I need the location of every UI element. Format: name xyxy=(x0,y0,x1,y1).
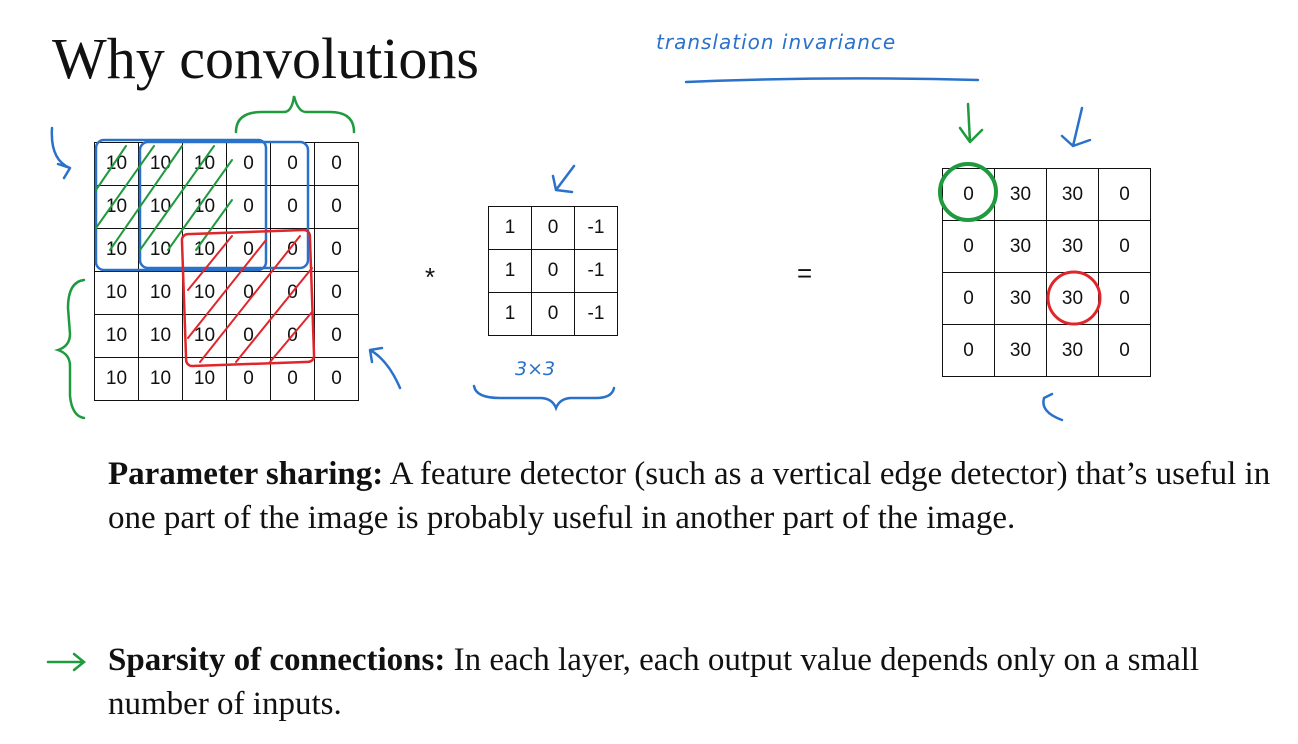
sparsity-heading: Sparsity of connections: xyxy=(108,642,446,678)
matrix-cell: 0 xyxy=(270,271,315,315)
matrix-cell: 10 xyxy=(138,314,183,358)
matrix-cell: 0 xyxy=(314,228,359,272)
matrix-cell: 10 xyxy=(182,271,227,315)
matrix-cell: 0 xyxy=(226,271,271,315)
parameter-sharing-heading: Parameter sharing: xyxy=(108,456,384,492)
matrix-cell: 0 xyxy=(531,292,575,336)
matrix-cell: 10 xyxy=(94,357,139,401)
matrix-cell: 10 xyxy=(94,228,139,272)
matrix-cell: 0 xyxy=(1098,220,1151,273)
matrix-cell: 0 xyxy=(270,357,315,401)
matrix-cell: 0 xyxy=(531,249,575,293)
matrix-cell: 30 xyxy=(1046,272,1099,325)
matrix-cell: 0 xyxy=(942,272,995,325)
matrix-cell: 0 xyxy=(531,206,575,250)
slide-title: Why convolutions xyxy=(52,26,479,91)
matrix-cell: 10 xyxy=(138,357,183,401)
matrix-cell: 0 xyxy=(942,324,995,377)
matrix-cell: 0 xyxy=(314,185,359,229)
parameter-sharing-paragraph: Parameter sharing: A feature detector (s… xyxy=(108,452,1278,540)
matrix-cell: -1 xyxy=(574,292,618,336)
equals-operator: = xyxy=(797,258,813,288)
matrix-cell: 0 xyxy=(270,314,315,358)
filter-size-annotation: 3×3 xyxy=(515,358,556,380)
matrix-cell: 0 xyxy=(314,271,359,315)
sparsity-text: In each layer, each output value depends… xyxy=(108,642,1200,722)
matrix-cell: 0 xyxy=(314,142,359,186)
matrix-cell: 0 xyxy=(314,314,359,358)
parameter-sharing-text: A feature detector (such as a vertical e… xyxy=(108,456,1271,536)
matrix-cell: -1 xyxy=(574,249,618,293)
arrow-down-icon xyxy=(958,102,984,144)
matrix-cell: 0 xyxy=(226,142,271,186)
filter-size-brace xyxy=(472,384,616,412)
matrix-cell: 10 xyxy=(94,185,139,229)
matrix-cell: 10 xyxy=(94,142,139,186)
annotation-underline xyxy=(684,77,980,84)
matrix-cell: 10 xyxy=(182,185,227,229)
matrix-cell: 0 xyxy=(1098,272,1151,325)
matrix-cell: 30 xyxy=(1046,324,1099,377)
matrix-cell: 10 xyxy=(138,142,183,186)
arrow-up-icon xyxy=(368,346,402,390)
matrix-cell: 0 xyxy=(270,228,315,272)
matrix-cell: 10 xyxy=(182,314,227,358)
matrix-cell: 10 xyxy=(138,185,183,229)
convolution-operator: * xyxy=(425,262,436,292)
sparsity-paragraph: Sparsity of connections: In each layer, … xyxy=(108,638,1208,726)
matrix-cell: 10 xyxy=(94,314,139,358)
matrix-cell: 30 xyxy=(994,324,1047,377)
matrix-cell: 0 xyxy=(226,357,271,401)
matrix-cell: 1 xyxy=(488,249,532,293)
matrix-cell: 0 xyxy=(1098,324,1151,377)
arrow-up-icon xyxy=(1042,392,1064,422)
matrix-cell: 1 xyxy=(488,206,532,250)
matrix-cell: 0 xyxy=(226,228,271,272)
matrix-cell: 10 xyxy=(182,142,227,186)
column-brace xyxy=(234,95,356,134)
matrix-cell: 0 xyxy=(314,357,359,401)
matrix-cell: 1 xyxy=(488,292,532,336)
translation-invariance-annotation: translation invariance xyxy=(656,30,897,54)
matrix-cell: 0 xyxy=(942,220,995,273)
arrow-curl-icon xyxy=(50,126,72,180)
matrix-cell: 0 xyxy=(942,168,995,221)
arrow-down-icon xyxy=(1060,106,1092,148)
matrix-cell: 10 xyxy=(182,228,227,272)
matrix-cell: 0 xyxy=(226,314,271,358)
matrix-cell: 10 xyxy=(138,228,183,272)
matrix-cell: 10 xyxy=(182,357,227,401)
matrix-cell: 0 xyxy=(270,142,315,186)
matrix-cell: 30 xyxy=(994,272,1047,325)
matrix-cell: 0 xyxy=(1098,168,1151,221)
matrix-cell: 10 xyxy=(94,271,139,315)
matrix-cell: 0 xyxy=(226,185,271,229)
matrix-cell: 0 xyxy=(270,185,315,229)
arrow-right-icon xyxy=(46,652,87,672)
row-brace xyxy=(54,278,86,420)
arrow-down-icon xyxy=(551,164,576,194)
matrix-cell: 30 xyxy=(1046,168,1099,221)
matrix-cell: 30 xyxy=(994,168,1047,221)
matrix-cell: 30 xyxy=(1046,220,1099,273)
matrix-cell: -1 xyxy=(574,206,618,250)
matrix-cell: 10 xyxy=(138,271,183,315)
matrix-cell: 30 xyxy=(994,220,1047,273)
